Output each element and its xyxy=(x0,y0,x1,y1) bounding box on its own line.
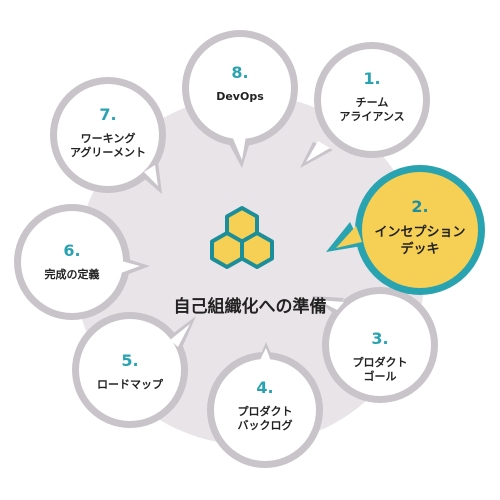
bubble-2-highlighted xyxy=(326,165,485,295)
node-7-label: ワーキング アグリーメント xyxy=(69,131,146,160)
node-2-label: インセプション デッキ xyxy=(374,224,466,258)
bubble-8 xyxy=(182,30,298,168)
diagram-title: 自己組織化への準備 xyxy=(173,297,327,317)
node-8: 8. DevOps xyxy=(180,62,300,104)
node-1-number: 1. xyxy=(363,69,381,88)
node-7: 7. ワーキング アグリーメント xyxy=(48,104,168,161)
node-4: 4. プロダクト バックログ xyxy=(205,377,325,434)
node-3-label: プロダクト ゴール xyxy=(352,355,408,384)
node-1-label: チーム アライアンス xyxy=(339,95,405,124)
bubble-3 xyxy=(312,287,438,403)
bubble-5 xyxy=(72,312,196,428)
bubble-7 xyxy=(50,77,166,194)
honeycomb-icon xyxy=(210,206,274,269)
node-8-label: DevOps xyxy=(216,89,264,103)
node-6-label: 完成の定義 xyxy=(44,267,100,281)
node-4-number: 4. xyxy=(256,378,274,397)
node-2-number: 2. xyxy=(411,197,429,216)
bubble-4 xyxy=(207,342,323,468)
node-6-number: 6. xyxy=(63,241,81,260)
node-1: 1. チーム アライアンス xyxy=(312,68,432,125)
bubble-1 xyxy=(300,42,430,168)
node-7-number: 7. xyxy=(99,105,117,124)
node-3-number: 3. xyxy=(371,329,389,348)
node-5: 5. ロードマップ xyxy=(70,350,190,392)
node-8-number: 8. xyxy=(231,63,249,82)
node-6: 6. 完成の定義 xyxy=(12,240,132,282)
node-3: 3. プロダクト ゴール xyxy=(320,328,440,385)
node-5-label: ロードマップ xyxy=(97,377,163,391)
bubble-6 xyxy=(14,204,150,320)
node-2: 2. インセプション デッキ xyxy=(360,196,480,259)
node-4-label: プロダクト バックログ xyxy=(237,404,293,433)
node-5-number: 5. xyxy=(121,351,139,370)
